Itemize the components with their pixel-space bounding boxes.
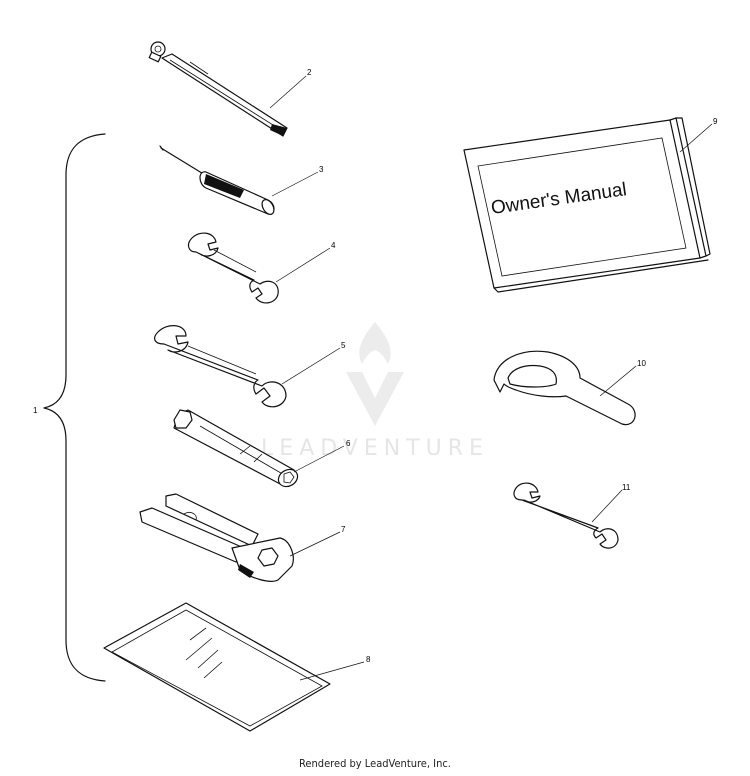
leader-2: [269, 75, 307, 109]
callout-2: 2: [307, 68, 312, 77]
leader-7: [289, 531, 341, 557]
callout-11: 11: [622, 483, 631, 492]
open-end-wrench-tiny: [513, 482, 619, 549]
leader-3: [271, 171, 319, 197]
open-end-wrench-small: [187, 232, 279, 304]
callout-8: 8: [366, 655, 371, 664]
callout-6: 6: [346, 439, 351, 448]
spanner-wrench: [493, 350, 636, 426]
tool-kit-bracket: [43, 133, 106, 682]
leader-8: [299, 661, 365, 681]
spark-plug-tool: [139, 493, 294, 582]
callout-9: 9: [713, 117, 718, 126]
owners-manual-book: Owner's Manual: [463, 117, 711, 293]
callout-3: 3: [319, 165, 324, 174]
leader-9: [679, 123, 713, 153]
watermark-flame-icon: [359, 322, 391, 364]
leader-5: [281, 347, 341, 385]
plastic-bag: [103, 602, 331, 732]
watermark-text: LEADVENTURE: [261, 436, 489, 461]
callouts: 1 2 3 4 5 6 7 8 9 10 11: [33, 68, 718, 664]
callout-1: 1: [33, 406, 38, 415]
watermark-v-icon: [346, 372, 404, 426]
leader-6: [293, 445, 345, 473]
callout-4: 4: [331, 241, 336, 250]
tire-gauge: [148, 41, 288, 137]
leader-11: [591, 489, 623, 523]
footer-credit: Rendered by LeadVenture, Inc.: [299, 757, 451, 770]
callout-5: 5: [341, 341, 346, 350]
screwdriver: [159, 145, 275, 215]
watermark: LEADVENTURE: [261, 322, 489, 461]
tube-socket-wrench: [173, 409, 299, 488]
leader-lines: [269, 75, 713, 681]
callout-10: 10: [637, 359, 646, 368]
open-end-wrench-large: [154, 325, 287, 408]
leader-10: [599, 365, 637, 397]
leader-4: [275, 247, 331, 283]
callout-7: 7: [341, 525, 346, 534]
